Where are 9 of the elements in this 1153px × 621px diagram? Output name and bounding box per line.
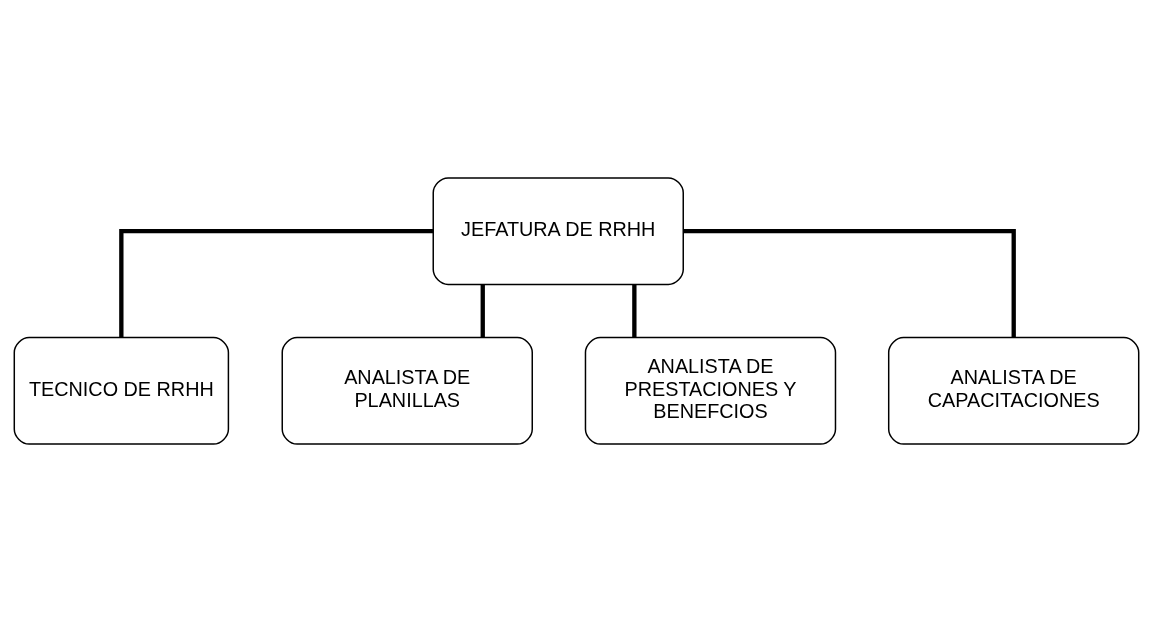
node-box: ANALISTA DE PLANILLAS	[281, 336, 533, 445]
connector	[480, 284, 485, 337]
node-box: JEFATURA DE RRHH	[432, 176, 684, 285]
connector	[632, 284, 637, 337]
node-box: TECNICO DE RRHH	[13, 336, 230, 445]
node-box: ANALISTA DE CAPACITACIONES	[887, 336, 1140, 445]
connector	[119, 228, 434, 337]
node-box: ANALISTA DE PRESTACIONES Y BENEFCIOS	[584, 336, 837, 445]
connector	[683, 228, 1016, 337]
